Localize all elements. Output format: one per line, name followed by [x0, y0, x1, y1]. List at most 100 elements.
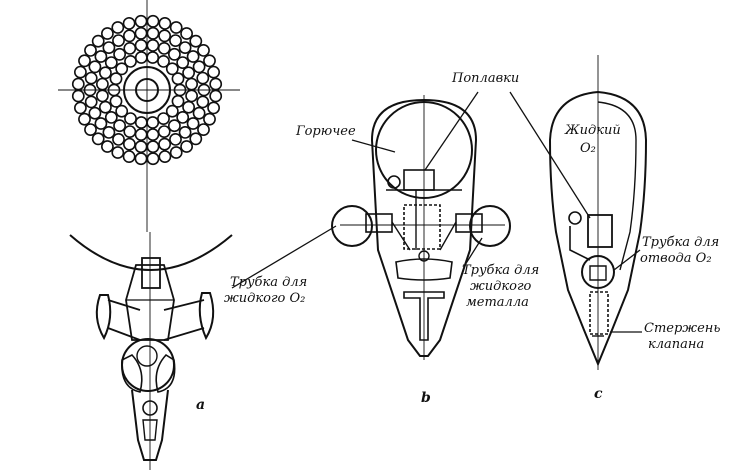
bundle-sphere: [88, 106, 102, 120]
bundle-sphere: [84, 44, 97, 57]
bundle-sphere: [91, 34, 105, 48]
bundle-sphere: [78, 112, 91, 126]
label-liquid-o2-line1: Жидкий: [565, 123, 621, 138]
loop-left: [121, 354, 143, 393]
bundle-sphere: [101, 140, 114, 153]
bundle-sphere: [104, 56, 118, 69]
bundle-sphere: [178, 125, 192, 139]
hull-b: [370, 98, 478, 357]
leader-lines: [231, 91, 642, 333]
bundle-sphere: [102, 41, 116, 54]
bundle-sphere: [74, 101, 87, 115]
bundle-sphere: [197, 123, 210, 137]
bundle-sphere: [78, 54, 91, 68]
bundle-sphere: [115, 62, 129, 76]
bundle-sphere: [180, 27, 193, 40]
figure-c: [548, 55, 648, 370]
bundle-sphere: [111, 21, 125, 34]
bundle-sphere: [146, 51, 160, 64]
bundle-sphere: [146, 140, 160, 154]
bundle-sphere: [180, 140, 193, 153]
bundle-sphere: [124, 112, 137, 125]
bundle-sphere: [157, 125, 171, 139]
bundle-sphere: [146, 39, 160, 52]
chamber-b: [395, 258, 453, 281]
bundle-sphere: [84, 95, 98, 109]
bundle-sphere: [122, 137, 136, 151]
bundle-sphere: [171, 72, 185, 86]
bundle-sphere: [102, 125, 116, 139]
pipe-right-b: [439, 221, 457, 251]
tee-tube-b: [403, 291, 445, 341]
bundle-sphere: [134, 152, 148, 166]
bundle-sphere: [146, 116, 160, 129]
bundle-sphere: [84, 123, 97, 137]
bundle-sphere: [134, 26, 148, 40]
bundle-sphere: [111, 146, 125, 159]
bundle-sphere: [122, 16, 136, 30]
label-pipe-metal-line3: металла: [466, 295, 529, 310]
bundle-sphere: [71, 89, 85, 103]
bundle-sphere: [167, 47, 181, 61]
bundle-sphere: [109, 94, 123, 108]
strut-right-1: [163, 327, 205, 341]
bundle-sphere: [146, 26, 160, 40]
bundle-sphere: [101, 27, 114, 40]
orifice-b: [418, 250, 430, 262]
label-liquid-o2-line2: O₂: [580, 141, 596, 156]
bundle-sphere: [134, 39, 148, 52]
bundle-sphere: [169, 34, 182, 47]
bundle-sphere: [157, 55, 170, 68]
label-pipe-o2-line1: Трубка для: [230, 275, 308, 290]
bundle-sphere: [158, 150, 172, 163]
valve-stem-body: [589, 291, 609, 335]
bundle-sphere: [158, 29, 171, 43]
label-pipe-metal-line1: Трубка для: [462, 263, 540, 278]
right-coupling-b: [455, 213, 483, 233]
bundle-sphere: [146, 14, 160, 28]
bundle-sphere: [157, 42, 171, 55]
bundle-sphere: [109, 72, 123, 86]
fuel-sphere: [375, 101, 473, 199]
bundle-sphere: [169, 21, 183, 34]
figure-label-c: c: [594, 386, 603, 402]
label-floats: Поплавки: [452, 71, 520, 86]
outlet-pipe-c: [569, 226, 591, 261]
bundle-sphere: [165, 62, 179, 76]
tail-ring: [142, 400, 158, 416]
label-valve-stem-line1: Стержень: [644, 321, 721, 336]
valve-column-b: [403, 204, 441, 250]
label-valve-stem-line2: клапана: [648, 337, 705, 352]
bundle-sphere: [112, 132, 125, 146]
strut-left-1: [107, 327, 141, 341]
bundle-sphere: [134, 14, 148, 28]
bundle-sphere: [182, 100, 195, 114]
bundle-sphere: [112, 34, 125, 47]
loop-center: [136, 345, 158, 367]
inner-wall-c: [597, 101, 637, 271]
bundle-sphere: [178, 41, 192, 54]
bundle-sphere: [124, 55, 137, 68]
bundle-sphere: [88, 60, 102, 74]
bundle-sphere: [134, 116, 148, 129]
leader-fuel: [351, 139, 396, 153]
arc-line: [69, 234, 233, 271]
bundle-sphere: [189, 132, 203, 146]
bundle-sphere: [146, 152, 160, 166]
bundle-sphere: [209, 77, 223, 91]
label-pipe-outlet-line1: Трубка для: [642, 235, 720, 250]
pipe-left-b: [391, 221, 411, 251]
bundle-sphere: [134, 140, 148, 154]
bundle-sphere: [146, 128, 160, 141]
hull-c: [548, 90, 648, 367]
bundle-sphere: [122, 150, 136, 163]
left-float-a: [95, 294, 112, 341]
label-pipe-o2-line2: жидкого O₂: [224, 291, 306, 306]
bundle-sphere: [203, 54, 216, 68]
bundle-sphere: [186, 117, 200, 130]
float-box-c: [587, 214, 613, 248]
tail-a: [131, 389, 169, 461]
bundle-sphere: [169, 132, 182, 146]
